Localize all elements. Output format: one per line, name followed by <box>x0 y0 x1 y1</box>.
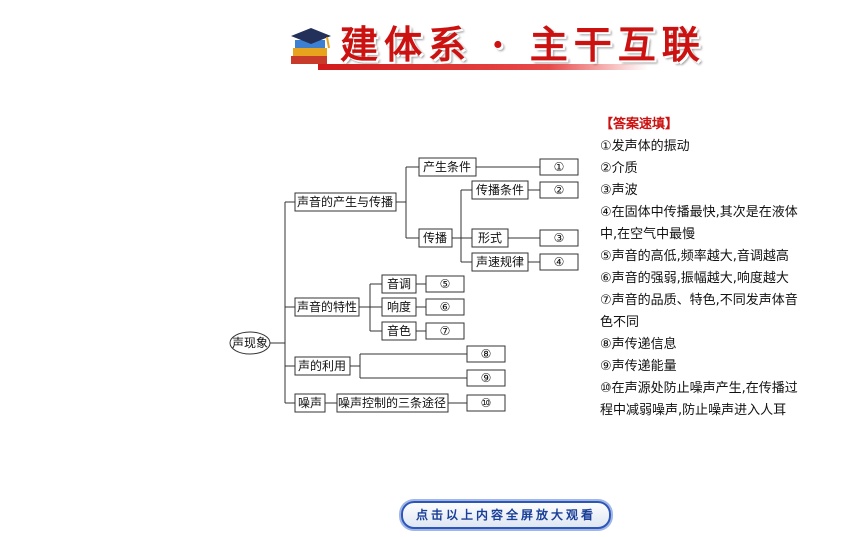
blank-9: ⑨ <box>466 369 506 387</box>
answer-item: ⑩在声源处防止噪声产生,在传播过程中减弱噪声,防止噪声进入人耳 <box>600 381 798 418</box>
title-underline <box>318 64 648 70</box>
node-propagation: 传播 <box>418 228 453 248</box>
node-label: 音色 <box>387 323 411 338</box>
node-label: 声速规律 <box>476 254 524 269</box>
blank-number: ⑦ <box>440 324 451 338</box>
blank-10: ⑩ <box>466 394 506 412</box>
root-label: 声现象 <box>232 336 268 350</box>
blank-number: ① <box>554 160 565 174</box>
node-noise: 噪声 <box>294 393 326 413</box>
page-title: 建体系 · 主干互联 <box>340 22 706 67</box>
node-label: 声的利用 <box>298 358 346 373</box>
node-label: 声音的产生与传播 <box>297 194 393 209</box>
blank-number: ② <box>554 183 565 197</box>
blank-number: ⑤ <box>440 277 451 291</box>
blank-5: ⑤ <box>425 275 465 293</box>
node-loudness: 响度 <box>381 297 417 317</box>
answer-item: ⑦声音的品质、特色,不同发声体音色不同 <box>600 293 798 330</box>
node-label: 形式 <box>478 231 502 245</box>
fullscreen-view-button[interactable]: 点击以上内容全屏放大观看 <box>401 501 611 529</box>
blank-8: ⑧ <box>466 345 506 363</box>
node-label: 噪声 <box>298 396 322 410</box>
answer-item: ②介质 <box>600 161 638 176</box>
answer-title: 【答案速填】 <box>600 117 679 132</box>
blank-number: ③ <box>554 231 565 245</box>
node-label: 传播条件 <box>476 182 524 197</box>
answer-item: ⑧声传递信息 <box>600 337 677 352</box>
node-pitch: 音调 <box>381 274 417 294</box>
node-sound-characteristics: 声音的特性 <box>294 297 360 317</box>
blank-7: ⑦ <box>425 322 465 340</box>
node-sound-production-propagation: 声音的产生与传播 <box>294 192 397 212</box>
node-sound-usage: 声的利用 <box>294 356 351 376</box>
answer-item: ⑤声音的高低,频率越大,音调越高 <box>600 249 789 264</box>
answer-panel: 【答案速填】 ①发声体的振动 ②介质 ③声波 ④在固体中传播最快,其次是在液体中… <box>600 114 800 422</box>
blank-number: ⑩ <box>481 396 492 410</box>
node-label: 声音的特性 <box>297 299 357 314</box>
blank-6: ⑥ <box>425 298 465 316</box>
blank-number: ⑥ <box>440 300 451 314</box>
blank-4: ④ <box>539 253 579 271</box>
node-label: 产生条件 <box>423 160 471 174</box>
root-node: 声现象 <box>229 331 271 355</box>
answer-item: ④在固体中传播最快,其次是在液体中,在空气中最慢 <box>600 205 798 242</box>
header: 建体系 · 主干互联 <box>0 0 860 90</box>
answer-item: ③声波 <box>600 183 638 198</box>
node-label: 传播 <box>423 230 447 245</box>
answer-item: ①发声体的振动 <box>600 139 690 154</box>
node-label: 音调 <box>387 276 411 291</box>
node-label: 噪声控制的三条途径 <box>338 395 446 410</box>
node-noise-control: 噪声控制的三条途径 <box>336 393 449 413</box>
node-timbre: 音色 <box>381 321 417 341</box>
blank-3: ③ <box>539 229 579 247</box>
node-sound-speed-rule: 声速规律 <box>471 252 529 272</box>
graduation-books-icon <box>291 28 331 64</box>
blank-number: ⑧ <box>481 347 492 361</box>
node-propagation-condition: 传播条件 <box>471 180 529 200</box>
node-label: 响度 <box>387 299 411 314</box>
blank-2: ② <box>539 181 579 199</box>
node-form: 形式 <box>471 228 509 248</box>
blank-1: ① <box>539 158 579 176</box>
blank-number: ④ <box>554 255 565 269</box>
answer-item: ⑥声音的强弱,振幅越大,响度越大 <box>600 271 789 286</box>
answer-item: ⑨声传递能量 <box>600 359 677 374</box>
node-production-condition: 产生条件 <box>418 157 477 177</box>
blank-number: ⑨ <box>481 371 492 385</box>
